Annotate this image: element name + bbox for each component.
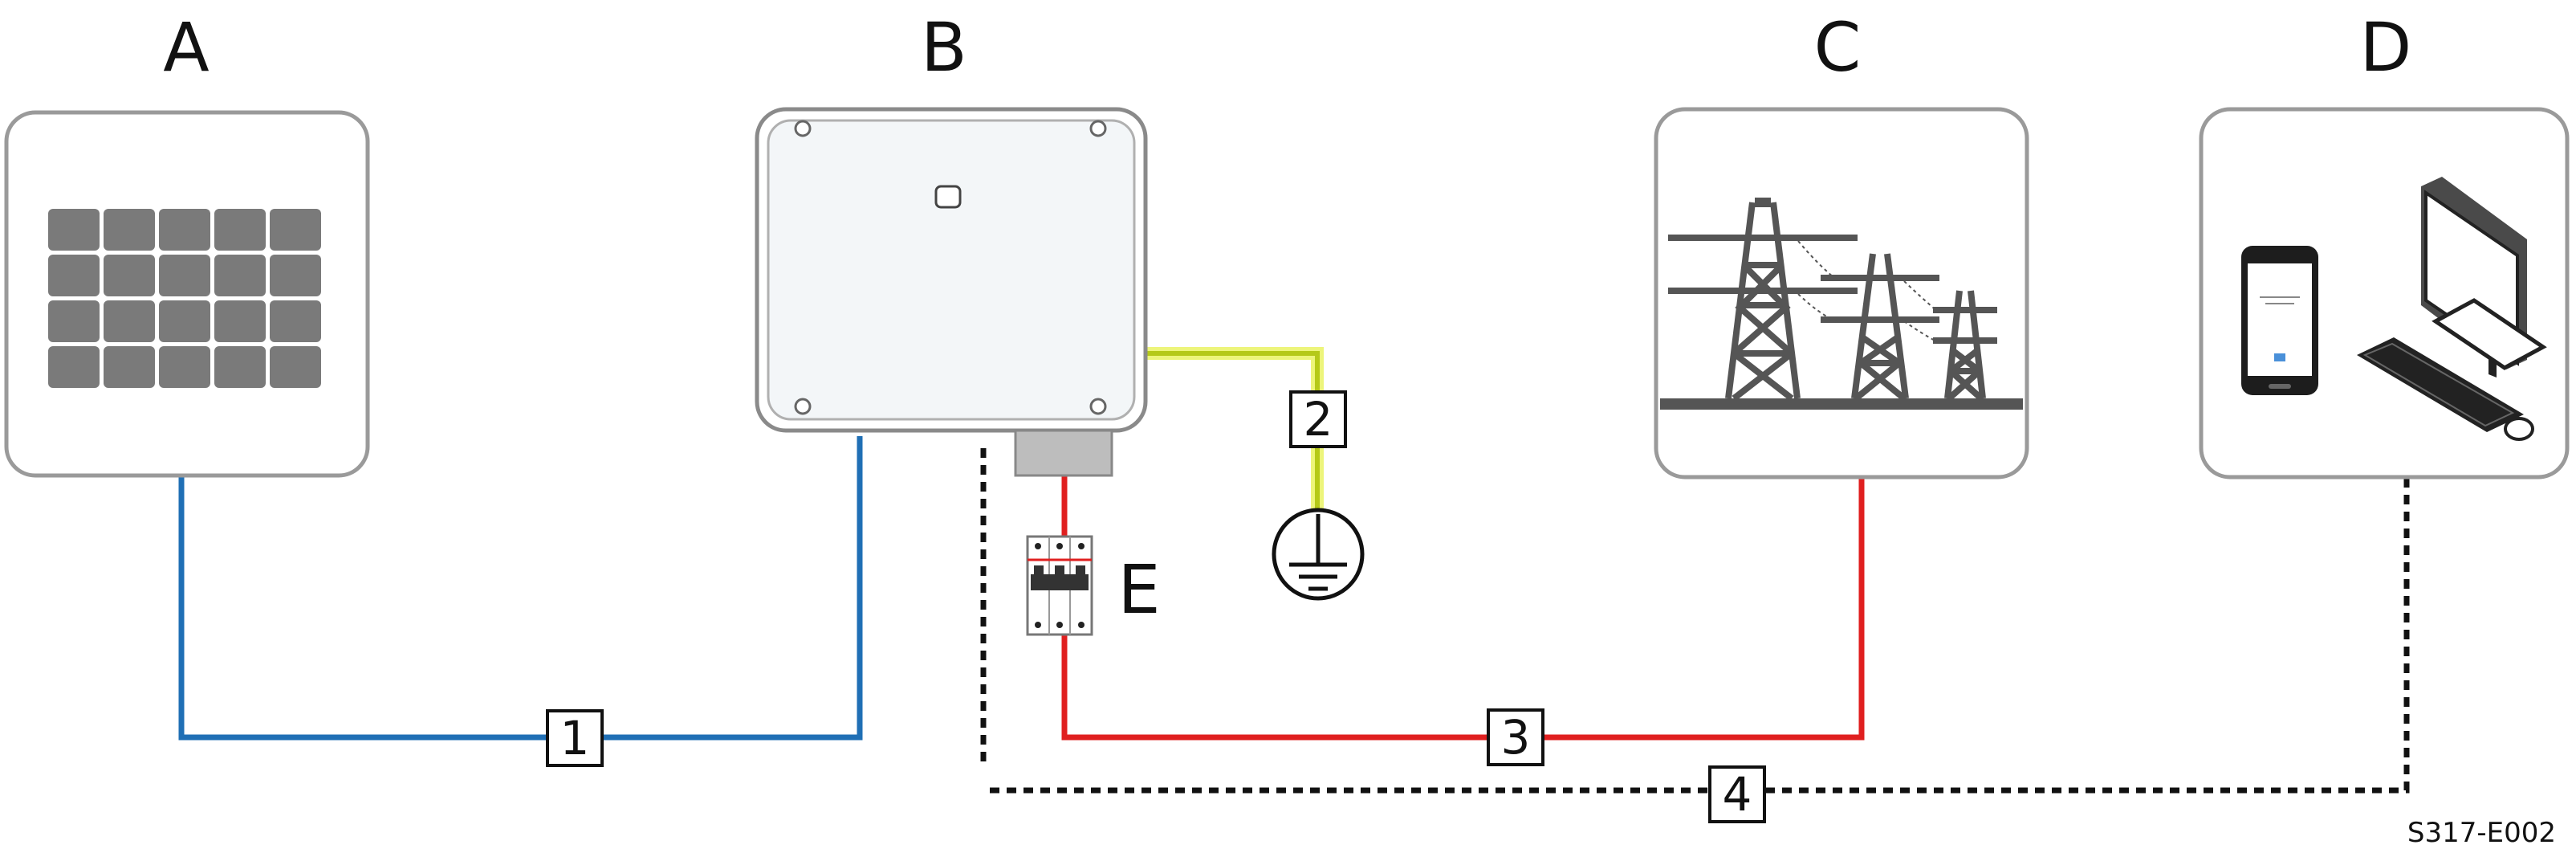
cable-4-communication — [980, 448, 2410, 794]
cable-3-ac — [1061, 474, 1865, 741]
ground-icon — [1272, 508, 1365, 601]
circuit-breaker-icon — [1026, 535, 1093, 636]
cable-2-pe — [1146, 347, 1324, 514]
cable-2-label: 2 — [1304, 392, 1333, 447]
solar-panel-icon — [48, 209, 321, 388]
cable-1-label: 1 — [560, 711, 590, 765]
monitoring-devices-box — [2199, 107, 2570, 480]
led-indicator — [934, 185, 962, 209]
inverter-icon — [755, 107, 1148, 477]
label-a: A — [163, 8, 209, 87]
computer-icon — [2357, 177, 2547, 441]
figure-code: S317-E002 — [2407, 817, 2556, 849]
label-d: D — [2360, 8, 2412, 87]
cable-2-label-box: 2 — [1289, 390, 1347, 448]
label-b: B — [921, 8, 967, 87]
smartphone-icon — [2241, 246, 2318, 395]
cable-1-label-box: 1 — [546, 709, 604, 767]
cable-4-label-box: 4 — [1708, 765, 1766, 823]
label-e: E — [1117, 550, 1160, 629]
cable-1-pv — [178, 436, 863, 741]
power-grid-box — [1654, 107, 2029, 480]
label-c: C — [1814, 8, 1862, 87]
cable-4-label: 4 — [1723, 767, 1752, 822]
power-grid-towers-icon — [1660, 198, 2023, 410]
connection-box — [1014, 429, 1113, 477]
cable-3-label: 3 — [1501, 710, 1531, 765]
cable-3-label-box: 3 — [1487, 708, 1544, 766]
pv-module-box — [4, 110, 370, 478]
